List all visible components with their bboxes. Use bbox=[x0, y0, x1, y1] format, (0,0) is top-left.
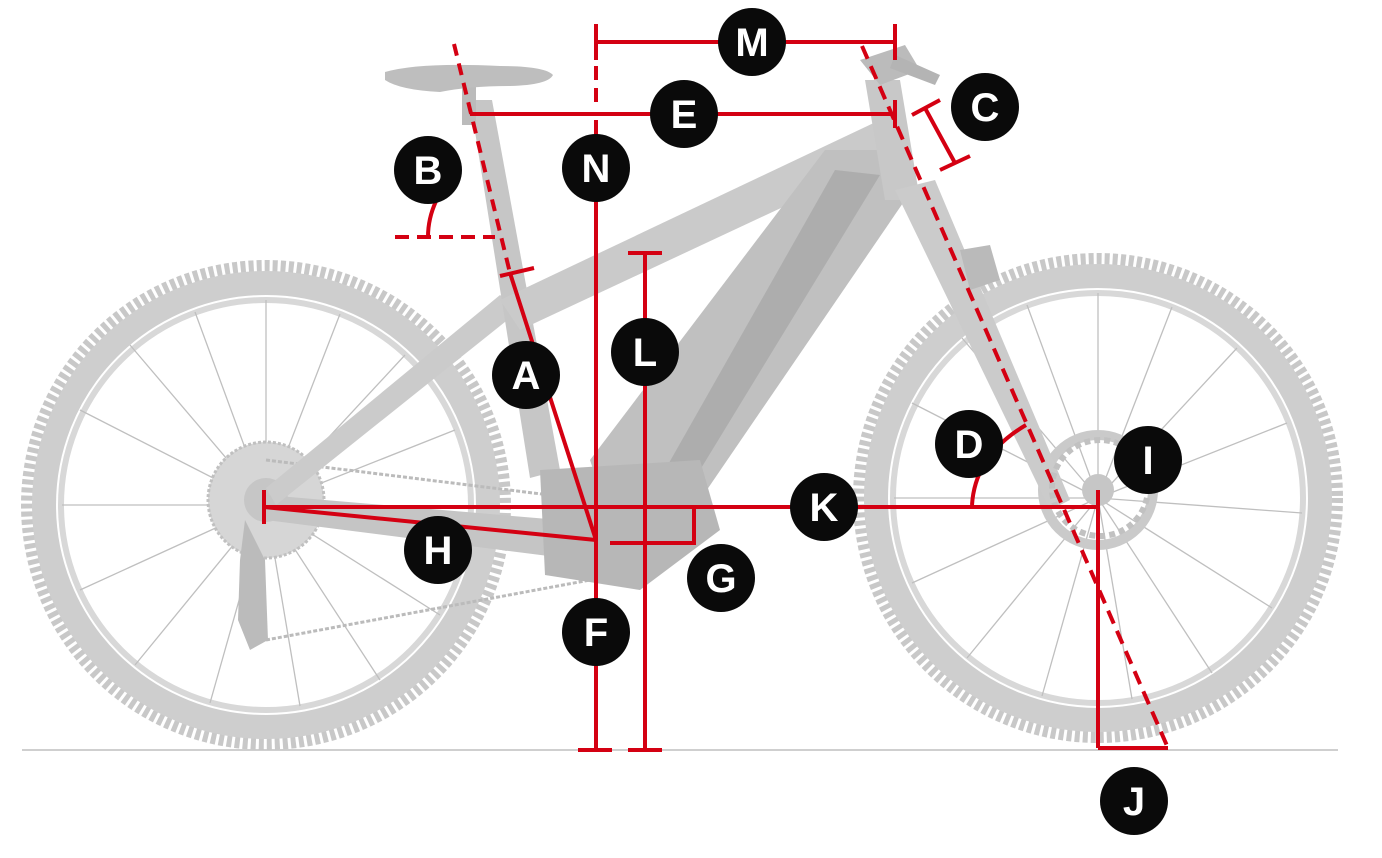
badge-n-label: N bbox=[582, 147, 611, 191]
badge-m: M bbox=[718, 8, 786, 76]
badge-a: A bbox=[492, 341, 560, 409]
badge-d: D bbox=[935, 410, 1003, 478]
line-c bbox=[923, 107, 957, 164]
badge-j-label: J bbox=[1123, 780, 1145, 824]
badge-b: B bbox=[394, 136, 462, 204]
bike-illustration bbox=[21, 45, 1343, 750]
badge-l-label: L bbox=[633, 331, 657, 375]
badge-i-label: I bbox=[1142, 439, 1153, 483]
badge-m-label: M bbox=[735, 21, 768, 65]
badge-h-label: H bbox=[424, 529, 453, 573]
badge-e: E bbox=[650, 80, 718, 148]
badge-k-label: K bbox=[810, 486, 839, 530]
line-g bbox=[610, 505, 696, 545]
badge-g: G bbox=[687, 544, 755, 612]
badge-h: H bbox=[404, 516, 472, 584]
badge-k: K bbox=[790, 473, 858, 541]
line-a bbox=[508, 272, 598, 541]
badge-f: F bbox=[562, 598, 630, 666]
badge-j: J bbox=[1100, 767, 1168, 835]
badge-c: C bbox=[951, 73, 1019, 141]
badge-n: N bbox=[562, 134, 630, 202]
badge-l: L bbox=[611, 318, 679, 386]
badge-i: I bbox=[1114, 426, 1182, 494]
badge-a-label: A bbox=[512, 354, 541, 398]
badge-d-label: D bbox=[955, 423, 984, 467]
badge-g-label: G bbox=[705, 557, 736, 601]
badges: M E C N B L A bbox=[394, 8, 1182, 835]
badge-b-label: B bbox=[414, 149, 443, 193]
badge-e-label: E bbox=[671, 93, 698, 137]
badge-f-label: F bbox=[584, 611, 608, 655]
badge-c-label: C bbox=[971, 86, 1000, 130]
